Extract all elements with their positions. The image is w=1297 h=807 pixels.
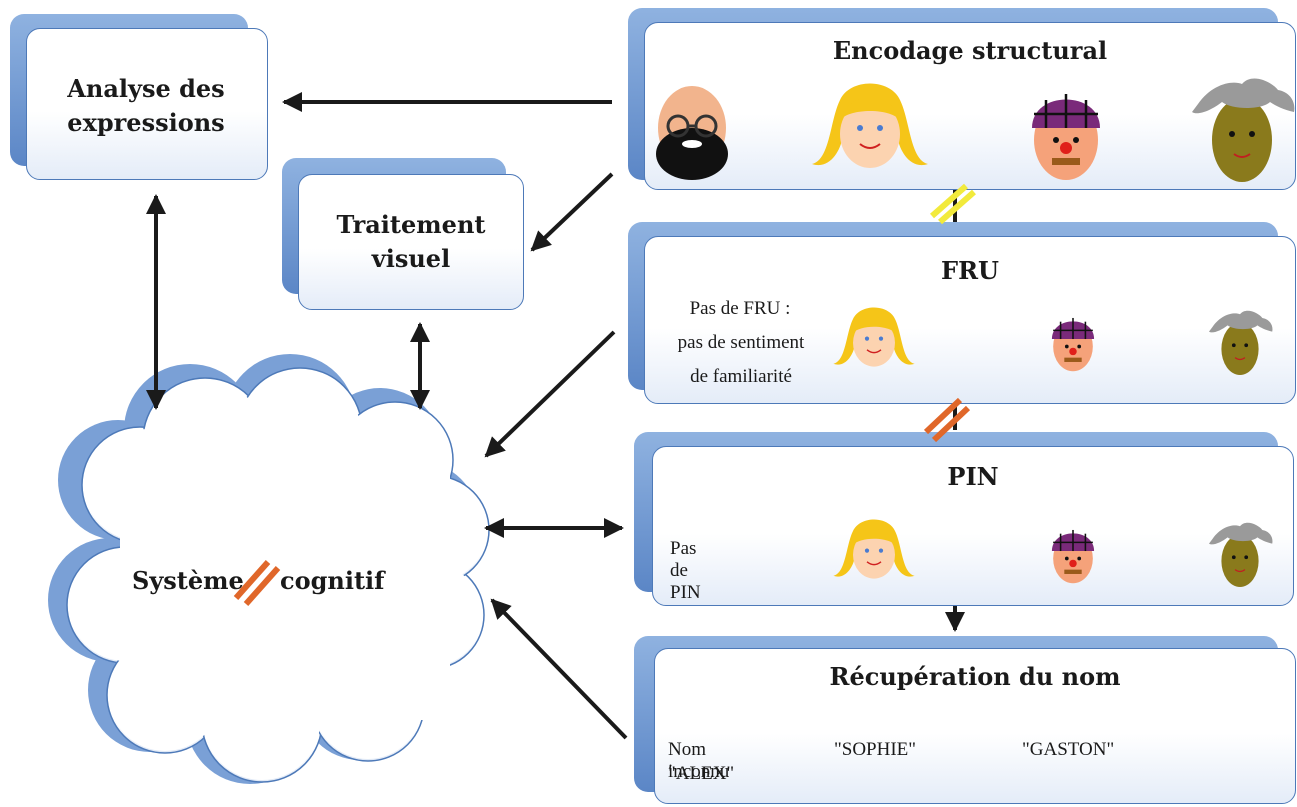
block-marker-fru-pin [923, 397, 971, 443]
face-bald-bearded-icon [654, 84, 730, 182]
box-fru-title: FRU [941, 256, 999, 285]
face-cap-icon [1030, 92, 1102, 182]
fru-note-line-3: de familiarité [690, 366, 792, 387]
box-encoding-title: Encodage structural [832, 36, 1108, 65]
cloud-label-systeme: Système [132, 566, 244, 595]
face-olive-small-icon [1208, 310, 1274, 376]
cloud-label-cognitif: cognitif [280, 566, 385, 595]
name-gaston: "GASTON" [1022, 739, 1115, 760]
arrow-fru-to-cognitive [484, 330, 616, 458]
face-cap-pin-icon [1051, 529, 1095, 585]
box-name-title: Récupération du nom [829, 662, 1121, 691]
name-unknown: Nom inconnu [668, 739, 730, 782]
face-blonde-small-icon [832, 306, 916, 368]
arrow-name-to-cognitive [490, 598, 628, 740]
face-blonde-icon [811, 82, 929, 169]
block-marker-cognitive [233, 560, 281, 606]
name-alex: "ALEX" [668, 763, 735, 784]
face-blonde-pin-icon [832, 518, 916, 580]
name-sophie: "SOPHIE" [834, 739, 917, 760]
face-olive-pin-icon [1208, 522, 1274, 588]
face-olive-icon [1191, 77, 1296, 183]
box-pin-title: PIN [947, 462, 999, 491]
fru-note-line-1: Pas de FRU : [689, 298, 791, 319]
fru-note-line-2: pas de sentiment [677, 332, 805, 353]
box-expressions-title: Analyse des expressions [67, 74, 225, 137]
partial-block-marker [930, 183, 976, 225]
face-cap-small-icon [1051, 317, 1095, 373]
arrow-encoding-to-visual [530, 172, 614, 252]
pin-note: Pas de PIN [670, 538, 701, 603]
box-visual-title: Traitement visuel [336, 210, 486, 273]
